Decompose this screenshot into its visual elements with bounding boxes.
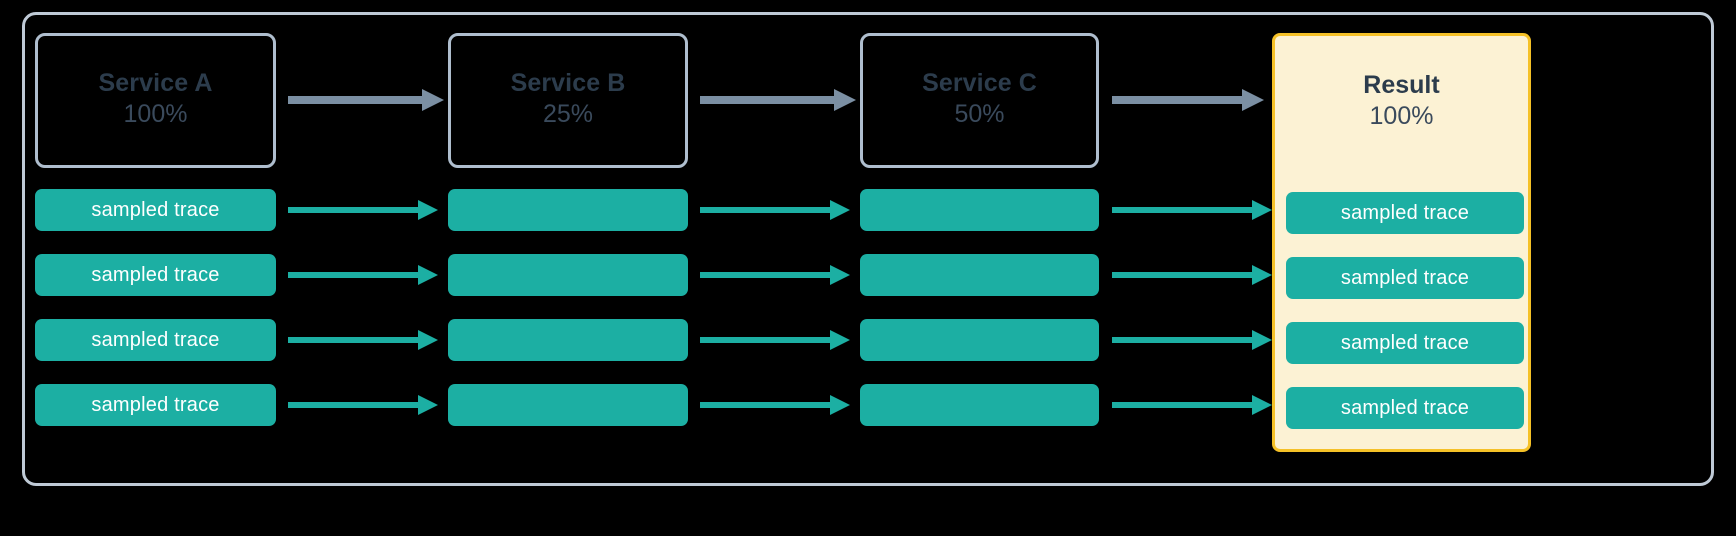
trace-bar-service-a-row-1[interactable]: sampled trace [35,189,276,231]
trace-bar-result-row-2[interactable]: sampled trace [1286,257,1524,299]
trace-bar-service-c-row-3[interactable] [860,319,1099,361]
trace-bar-service-c-row-4[interactable] [860,384,1099,426]
diagram-outer-frame [22,12,1714,486]
trace-bar-result-row-3[interactable]: sampled trace [1286,322,1524,364]
trace-bar-label: sampled trace [91,264,220,286]
trace-bar-service-b-row-3[interactable] [448,319,688,361]
trace-bar-label: sampled trace [1340,202,1470,224]
trace-bar-service-b-row-2[interactable] [448,254,688,296]
service-name-label: Service A [98,69,213,98]
service-name-label: Service B [510,69,626,98]
trace-bar-service-c-row-1[interactable] [860,189,1099,231]
trace-bar-result-row-4[interactable]: sampled trace [1286,387,1524,429]
trace-bar-label: sampled trace [1340,332,1470,354]
service-box-service-a[interactable]: Service A 100% [35,33,276,168]
trace-bar-label: sampled trace [1340,267,1470,289]
trace-bar-service-a-row-4[interactable]: sampled trace [35,384,276,426]
trace-bar-service-a-row-2[interactable]: sampled trace [35,254,276,296]
service-percent-label: 100% [123,100,188,128]
service-box-service-c[interactable]: Service C 50% [860,33,1099,168]
result-header: Result 100% [1275,36,1528,168]
result-panel[interactable]: Result 100% sampled trace sampled trace … [1272,33,1531,452]
trace-bar-service-c-row-2[interactable] [860,254,1099,296]
result-percent-label: 100% [1369,101,1434,130]
trace-bar-result-row-1[interactable]: sampled trace [1286,192,1524,234]
trace-bar-service-a-row-3[interactable]: sampled trace [35,319,276,361]
service-percent-label: 25% [542,100,594,128]
trace-bar-service-b-row-1[interactable] [448,189,688,231]
service-percent-label: 50% [954,100,1005,128]
trace-bar-label: sampled trace [1340,397,1470,419]
trace-bar-service-b-row-4[interactable] [448,384,688,426]
service-box-service-b[interactable]: Service B 25% [448,33,688,168]
trace-bar-label: sampled trace [91,394,220,416]
trace-bar-label: sampled trace [91,199,220,221]
trace-bar-label: sampled trace [91,329,220,351]
result-title-label: Result [1363,70,1440,99]
service-name-label: Service C [922,69,1037,98]
